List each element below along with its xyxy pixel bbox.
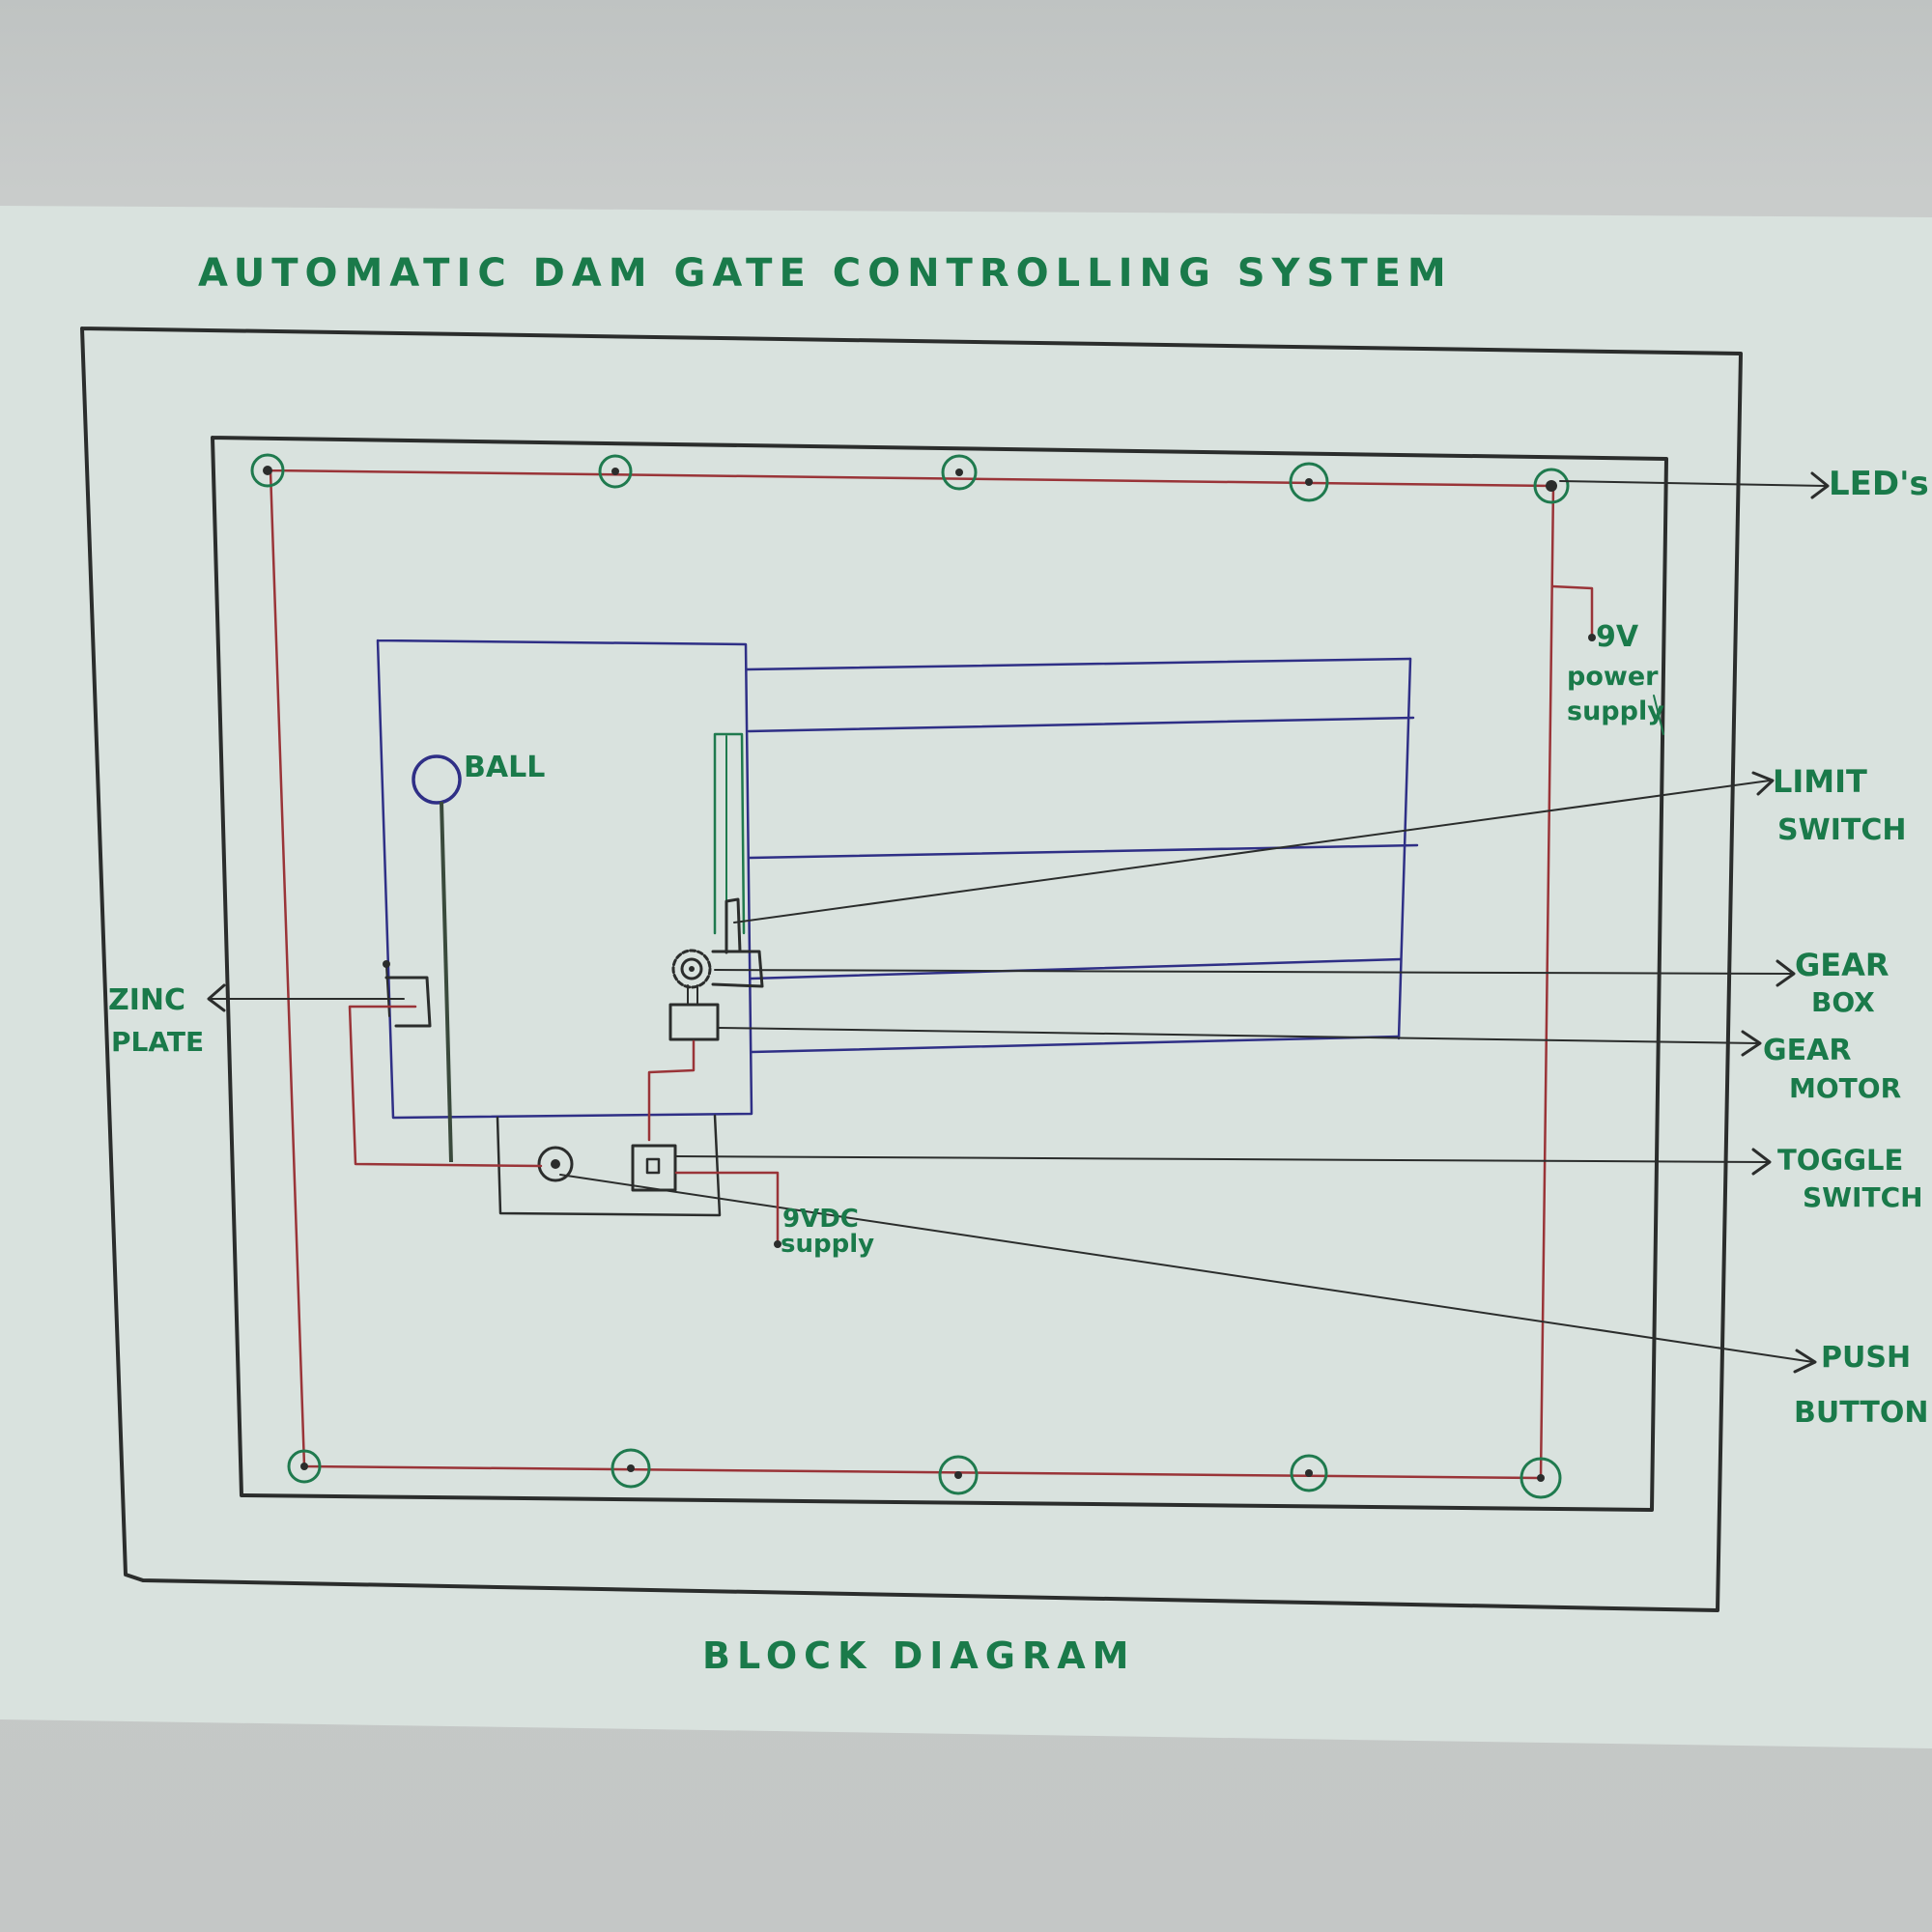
leds-pointer-line <box>1559 480 1827 487</box>
power-terminal <box>1588 634 1596 641</box>
channel-line-5 <box>750 1035 1401 1054</box>
power-tap-wire <box>1550 584 1594 638</box>
label-leds: LED's <box>1829 465 1929 503</box>
zinc-wire <box>348 1005 543 1168</box>
gear-box-pointer <box>714 969 1793 975</box>
diagram-caption: BLOCK DIAGRAM <box>702 1634 1135 1677</box>
push-button-pointer <box>559 1174 1814 1363</box>
label-toggle-2: SWITCH <box>1803 1181 1923 1213</box>
channel-line-3 <box>748 843 1419 860</box>
label-zinc-1: ZINC <box>108 983 185 1017</box>
dam-reservoir <box>376 639 753 1120</box>
channel-line-1 <box>745 657 1412 671</box>
label-gearmotor-2: MOTOR <box>1789 1072 1901 1104</box>
label-gearmotor-1: GEAR <box>1763 1034 1851 1067</box>
led-bottom-2 <box>611 1448 651 1489</box>
power-supply-bracket <box>1653 695 1664 735</box>
zinc-plate-node <box>383 960 390 968</box>
gear-box <box>671 949 764 1006</box>
limit-switch-arrow-head <box>1751 771 1775 796</box>
inner-frame <box>211 436 1668 1512</box>
zinc-plate-arrow-head <box>207 983 226 1012</box>
led-bottom-4 <box>1290 1454 1328 1492</box>
float-rod <box>440 801 453 1163</box>
label-power-supply-2: supply <box>1567 696 1664 726</box>
label-toggle-1: TOGGLE <box>1777 1144 1903 1177</box>
channel-end-wall <box>1397 657 1412 1040</box>
dam-gate <box>713 732 746 935</box>
channel-line-2 <box>747 716 1415 733</box>
label-9vdc-supply: supply <box>781 1230 874 1259</box>
gear-motor <box>668 1003 720 1041</box>
push-button-arrow-head <box>1793 1349 1817 1374</box>
gear-motor-arrow-head <box>1741 1030 1762 1057</box>
label-power-9v: 9V <box>1596 620 1639 654</box>
label-limit-1: LIMIT <box>1773 763 1867 800</box>
float-ball <box>412 754 462 805</box>
label-9vdc: 9VDC <box>782 1205 859 1234</box>
channel-line-4 <box>749 957 1403 980</box>
motor-switch-wire <box>647 1039 696 1142</box>
label-gearbox-2: BOX <box>1811 986 1875 1018</box>
label-power-supply-1: power <box>1567 662 1659 692</box>
led-top-4 <box>1289 462 1329 502</box>
limit-switch <box>724 897 742 954</box>
led-bottom-5 <box>1520 1457 1562 1499</box>
zinc-plate <box>384 976 432 1028</box>
label-zinc-2: PLATE <box>111 1026 204 1058</box>
label-push-2: BUTTON <box>1794 1396 1928 1430</box>
led-bottom-1 <box>287 1449 322 1484</box>
label-ball: BALL <box>464 751 545 784</box>
label-push-1: PUSH <box>1821 1341 1911 1375</box>
gear-motor-pointer <box>718 1027 1759 1044</box>
led-top-1 <box>250 453 285 488</box>
limit-switch-pointer <box>733 780 1771 923</box>
paper-sheet <box>0 206 1932 1748</box>
gear-box-arrow-head <box>1776 959 1796 987</box>
label-limit-2: SWITCH <box>1777 813 1906 847</box>
toggle-switch-pointer <box>675 1155 1769 1163</box>
toggle-switch-arrow-head <box>1751 1148 1772 1176</box>
led-top-2 <box>598 454 633 489</box>
dc-supply-wire <box>674 1171 780 1243</box>
outer-frame <box>80 327 1743 1612</box>
push-button-symbol <box>537 1146 574 1182</box>
led-bottom-3 <box>938 1455 979 1495</box>
led-top-5 <box>1533 468 1570 504</box>
leds-arrow-head <box>1810 471 1830 499</box>
toggle-switch-symbol <box>631 1144 677 1192</box>
diagram-title: AUTOMATIC DAM GATE CONTROLLING SYSTEM <box>198 251 1453 296</box>
zinc-plate-lead <box>385 965 390 1017</box>
led-top-3 <box>941 454 978 491</box>
label-gearbox-1: GEAR <box>1795 947 1889 983</box>
dc-supply-terminal <box>774 1240 781 1248</box>
